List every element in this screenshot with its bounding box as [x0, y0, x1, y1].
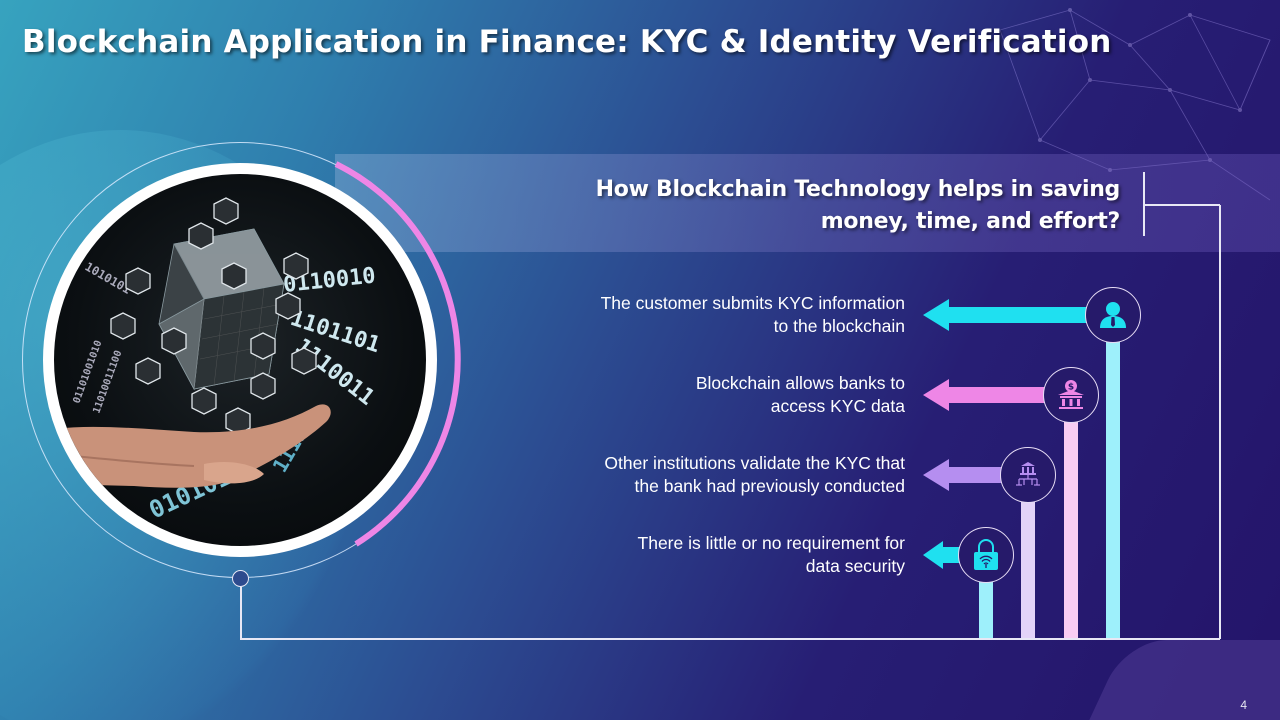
step-4-arrow [923, 541, 961, 569]
blockchain-cube-illustration: 0110010 1101101 1110011 0101010 1111 011… [54, 197, 383, 524]
step-3-bar [1021, 502, 1035, 638]
step-3-line-2: the bank had previously conducted [634, 476, 905, 496]
svg-text:$: $ [1068, 383, 1074, 393]
step-1-icon-circle [1085, 287, 1141, 343]
step-4-bar [979, 582, 993, 638]
blockchain-hand-image: 0110010 1101101 1110011 0101010 1111 011… [43, 163, 437, 557]
step-2-line-1: Blockchain allows banks to [695, 373, 905, 393]
step-4-line-2: data security [805, 556, 905, 576]
step-2-line-2: access KYC data [770, 396, 905, 416]
page-number: 4 [1240, 698, 1247, 712]
step-1-bar [1106, 342, 1120, 638]
connector-top [1143, 204, 1220, 206]
customer-icon [1100, 302, 1126, 328]
connector-vertical-left [240, 587, 242, 639]
step-4-text: There is little or no requirement for da… [638, 532, 905, 578]
question-band [335, 154, 1280, 252]
step-2-text: Blockchain allows banks to access KYC da… [696, 372, 905, 418]
step-2-bar [1064, 422, 1078, 638]
step-3-text: Other institutions validate the KYC that… [604, 452, 905, 498]
connector-vertical-right [1219, 205, 1221, 639]
step-2-icon-circle: $ [1043, 367, 1099, 423]
step-2-arrow [923, 379, 1045, 411]
question-line-2: money, time, and effort? [820, 209, 1121, 234]
connector-bottom [240, 638, 1220, 640]
step-3-line-1: Other institutions validate the KYC that [604, 453, 905, 473]
heading-divider [1143, 172, 1145, 236]
step-4-icon-circle [958, 527, 1014, 583]
institution-network-icon [1016, 462, 1040, 486]
slide-title: Blockchain Application in Finance: KYC &… [22, 24, 1112, 60]
connector-node [232, 570, 249, 587]
bank-dollar-icon: $ [1058, 380, 1084, 409]
step-1-line-1: The customer submits KYC information [600, 293, 905, 313]
wifi-lock-icon [974, 539, 998, 570]
question-heading: How Blockchain Technology helps in savin… [595, 174, 1121, 238]
step-1-arrow [923, 299, 1087, 331]
step-1-line-2: to the blockchain [773, 316, 905, 336]
question-line-1: How Blockchain Technology helps in savin… [595, 177, 1121, 202]
step-3-icon-circle [1000, 447, 1056, 503]
network-pattern-decoration [999, 8, 1271, 201]
step-4-line-1: There is little or no requirement for [637, 533, 905, 553]
step-1-text: The customer submits KYC information to … [601, 292, 905, 338]
step-3-arrow [923, 459, 1003, 491]
